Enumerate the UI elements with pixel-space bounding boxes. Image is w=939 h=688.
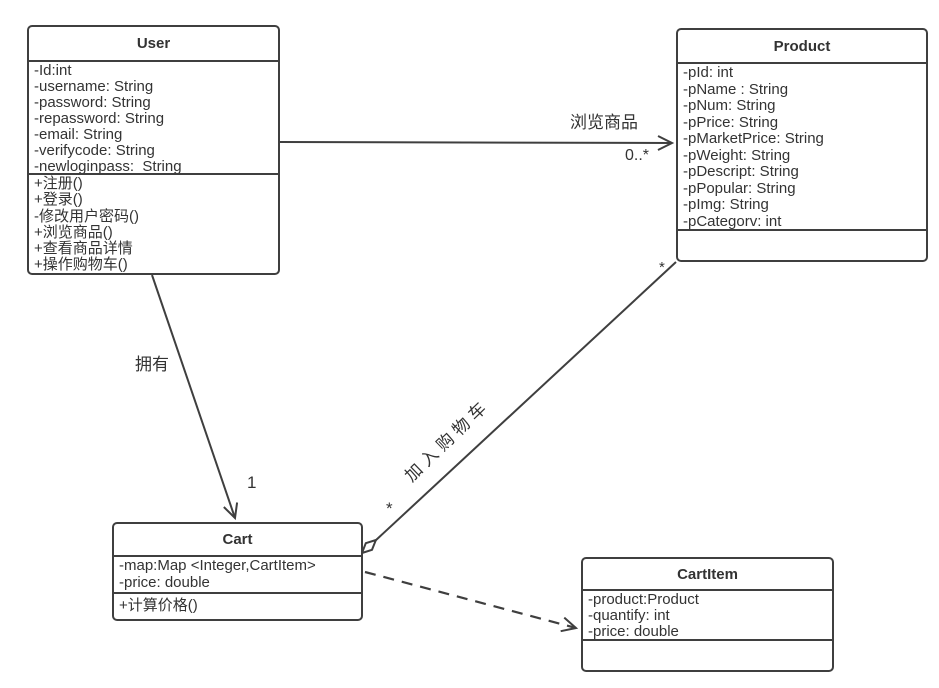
attribute: -product:Product xyxy=(588,591,699,608)
attribute: -password: String xyxy=(34,94,151,111)
attribute: -pNum: String xyxy=(683,97,776,114)
method: +登录() xyxy=(34,191,83,209)
multiplicity-add-target: * xyxy=(659,259,665,276)
attribute: -pName : String xyxy=(683,80,789,98)
attribute: -price: double xyxy=(119,573,210,591)
attribute: -pCategorv: int xyxy=(683,212,782,229)
label-browse-products: 浏览商品 xyxy=(570,113,638,132)
aggregation-diamond-icon xyxy=(360,538,378,555)
method: +查看商品详情 xyxy=(34,240,133,258)
class-product-title: Product xyxy=(773,37,831,55)
method: +注册() xyxy=(34,175,83,192)
class-cart-attributes: -map:Map <Integer,CartItem>-price: doubl… xyxy=(114,555,361,592)
class-user: User -Id:int-username: String-password: … xyxy=(27,25,280,275)
label-own: 拥有 xyxy=(135,355,169,374)
class-cartitem-methods xyxy=(583,639,832,670)
class-cart: Cart -map:Map <Integer,CartItem>-price: … xyxy=(112,522,363,621)
class-product-methods xyxy=(678,229,926,260)
association-cart-product xyxy=(374,261,677,542)
class-user-methods: +注册()+登录()-修改用户密码()+浏览商品()+查看商品详情+操作购物车(… xyxy=(29,173,278,273)
multiplicity-own-target: 1 xyxy=(247,473,257,492)
class-cart-title: Cart xyxy=(222,531,253,548)
attribute: -map:Map <Integer,CartItem> xyxy=(119,557,316,574)
attribute: -Id:int xyxy=(34,62,72,79)
class-cart-methods: +计算价格() xyxy=(114,592,361,619)
association-user-product xyxy=(279,135,675,151)
attribute: -repassword: String xyxy=(34,110,165,127)
attribute: -username: String xyxy=(34,78,154,95)
attribute: -pId: int xyxy=(683,64,734,81)
class-cartitem: CartItem -product:Product-quantify: int-… xyxy=(581,557,834,672)
method: +计算价格() xyxy=(119,597,198,614)
attribute: -pDescript: String xyxy=(683,163,799,180)
multiplicity-add-source: * xyxy=(386,499,393,518)
attribute: -price: double xyxy=(588,623,679,640)
attribute: -newloginpass: String xyxy=(34,158,182,174)
multiplicity-browse-target: 0..* xyxy=(625,147,650,164)
class-cartitem-attributes: -product:Product-quantify: int-price: do… xyxy=(583,589,832,639)
attribute: -quantify: int xyxy=(588,607,670,624)
attribute: -verifycode: String xyxy=(34,142,155,159)
attribute: -pWeight: String xyxy=(683,146,791,164)
method: +浏览商品() xyxy=(34,223,113,241)
class-cartitem-title: CartItem xyxy=(677,565,738,583)
attribute: -email: String xyxy=(34,126,123,143)
class-user-attributes: -Id:int-username: String-password: Strin… xyxy=(29,60,278,173)
dependency-cart-cartitem xyxy=(364,570,579,633)
method: -修改用户密码() xyxy=(34,207,139,225)
attribute: -pPopular: String xyxy=(683,179,796,197)
method: +操作购物车() xyxy=(34,256,128,273)
attribute: -pImg: String xyxy=(683,196,769,213)
attribute: -pPrice: String xyxy=(683,113,779,131)
class-product-attributes: -pId: int-pName : String-pNum: String-pP… xyxy=(678,62,926,229)
association-user-cart xyxy=(151,274,239,521)
attribute: -pMarketPrice: String xyxy=(683,130,824,147)
class-product: Product -pId: int-pName : String-pNum: S… xyxy=(676,28,928,262)
class-user-title: User xyxy=(136,35,171,52)
